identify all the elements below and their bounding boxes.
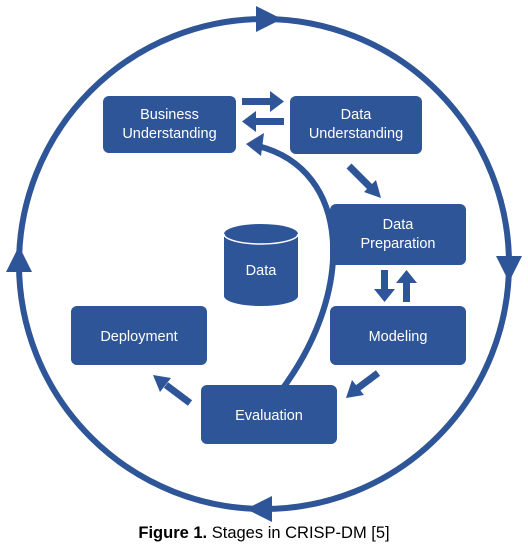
- ring-arrow-right: [496, 256, 522, 282]
- ring-arrow-top: [256, 6, 282, 32]
- data-store-label: Data: [246, 263, 278, 279]
- data-store-cylinder: Data: [223, 224, 299, 306]
- stage-data-understanding-line-1: Data: [341, 107, 373, 123]
- stage-deployment: Deployment: [71, 306, 207, 365]
- data-understanding-to-preparation-arrow: [346, 163, 381, 198]
- figure-caption: Figure 1. Stages in CRISP-DM [5]: [0, 524, 528, 543]
- figure-caption-label: Figure 1.: [138, 524, 208, 542]
- stage-business-understanding: Business Understanding: [103, 96, 236, 153]
- evaluation-to-deployment-arrow: [153, 375, 193, 406]
- ring-arrow-left: [6, 246, 32, 272]
- stage-evaluation-line-1: Evaluation: [235, 408, 303, 424]
- return-arc-arrowhead: [246, 133, 264, 156]
- stage-modeling: Modeling: [330, 306, 466, 365]
- stage-data-preparation: Data Preparation: [330, 204, 466, 265]
- stage-modeling-line-1: Modeling: [369, 329, 428, 345]
- stage-deployment-line-1: Deployment: [100, 329, 177, 345]
- business-data-understanding-double-arrow: [242, 91, 284, 132]
- stage-data-understanding-line-2: Understanding: [309, 126, 403, 142]
- ring-arrow-bottom: [246, 496, 272, 522]
- stage-data-understanding: Data Understanding: [290, 96, 422, 154]
- figure-caption-text: Stages in CRISP-DM [5]: [211, 524, 390, 542]
- preparation-modeling-double-arrow: [374, 270, 417, 302]
- modeling-to-evaluation-arrow: [346, 370, 381, 398]
- stage-evaluation: Evaluation: [201, 385, 337, 444]
- stage-data-preparation-line-2: Preparation: [361, 236, 436, 252]
- stage-business-understanding-line-1: Business: [140, 107, 199, 123]
- stage-business-understanding-line-2: Understanding: [122, 126, 216, 142]
- stage-data-preparation-line-1: Data: [383, 217, 415, 233]
